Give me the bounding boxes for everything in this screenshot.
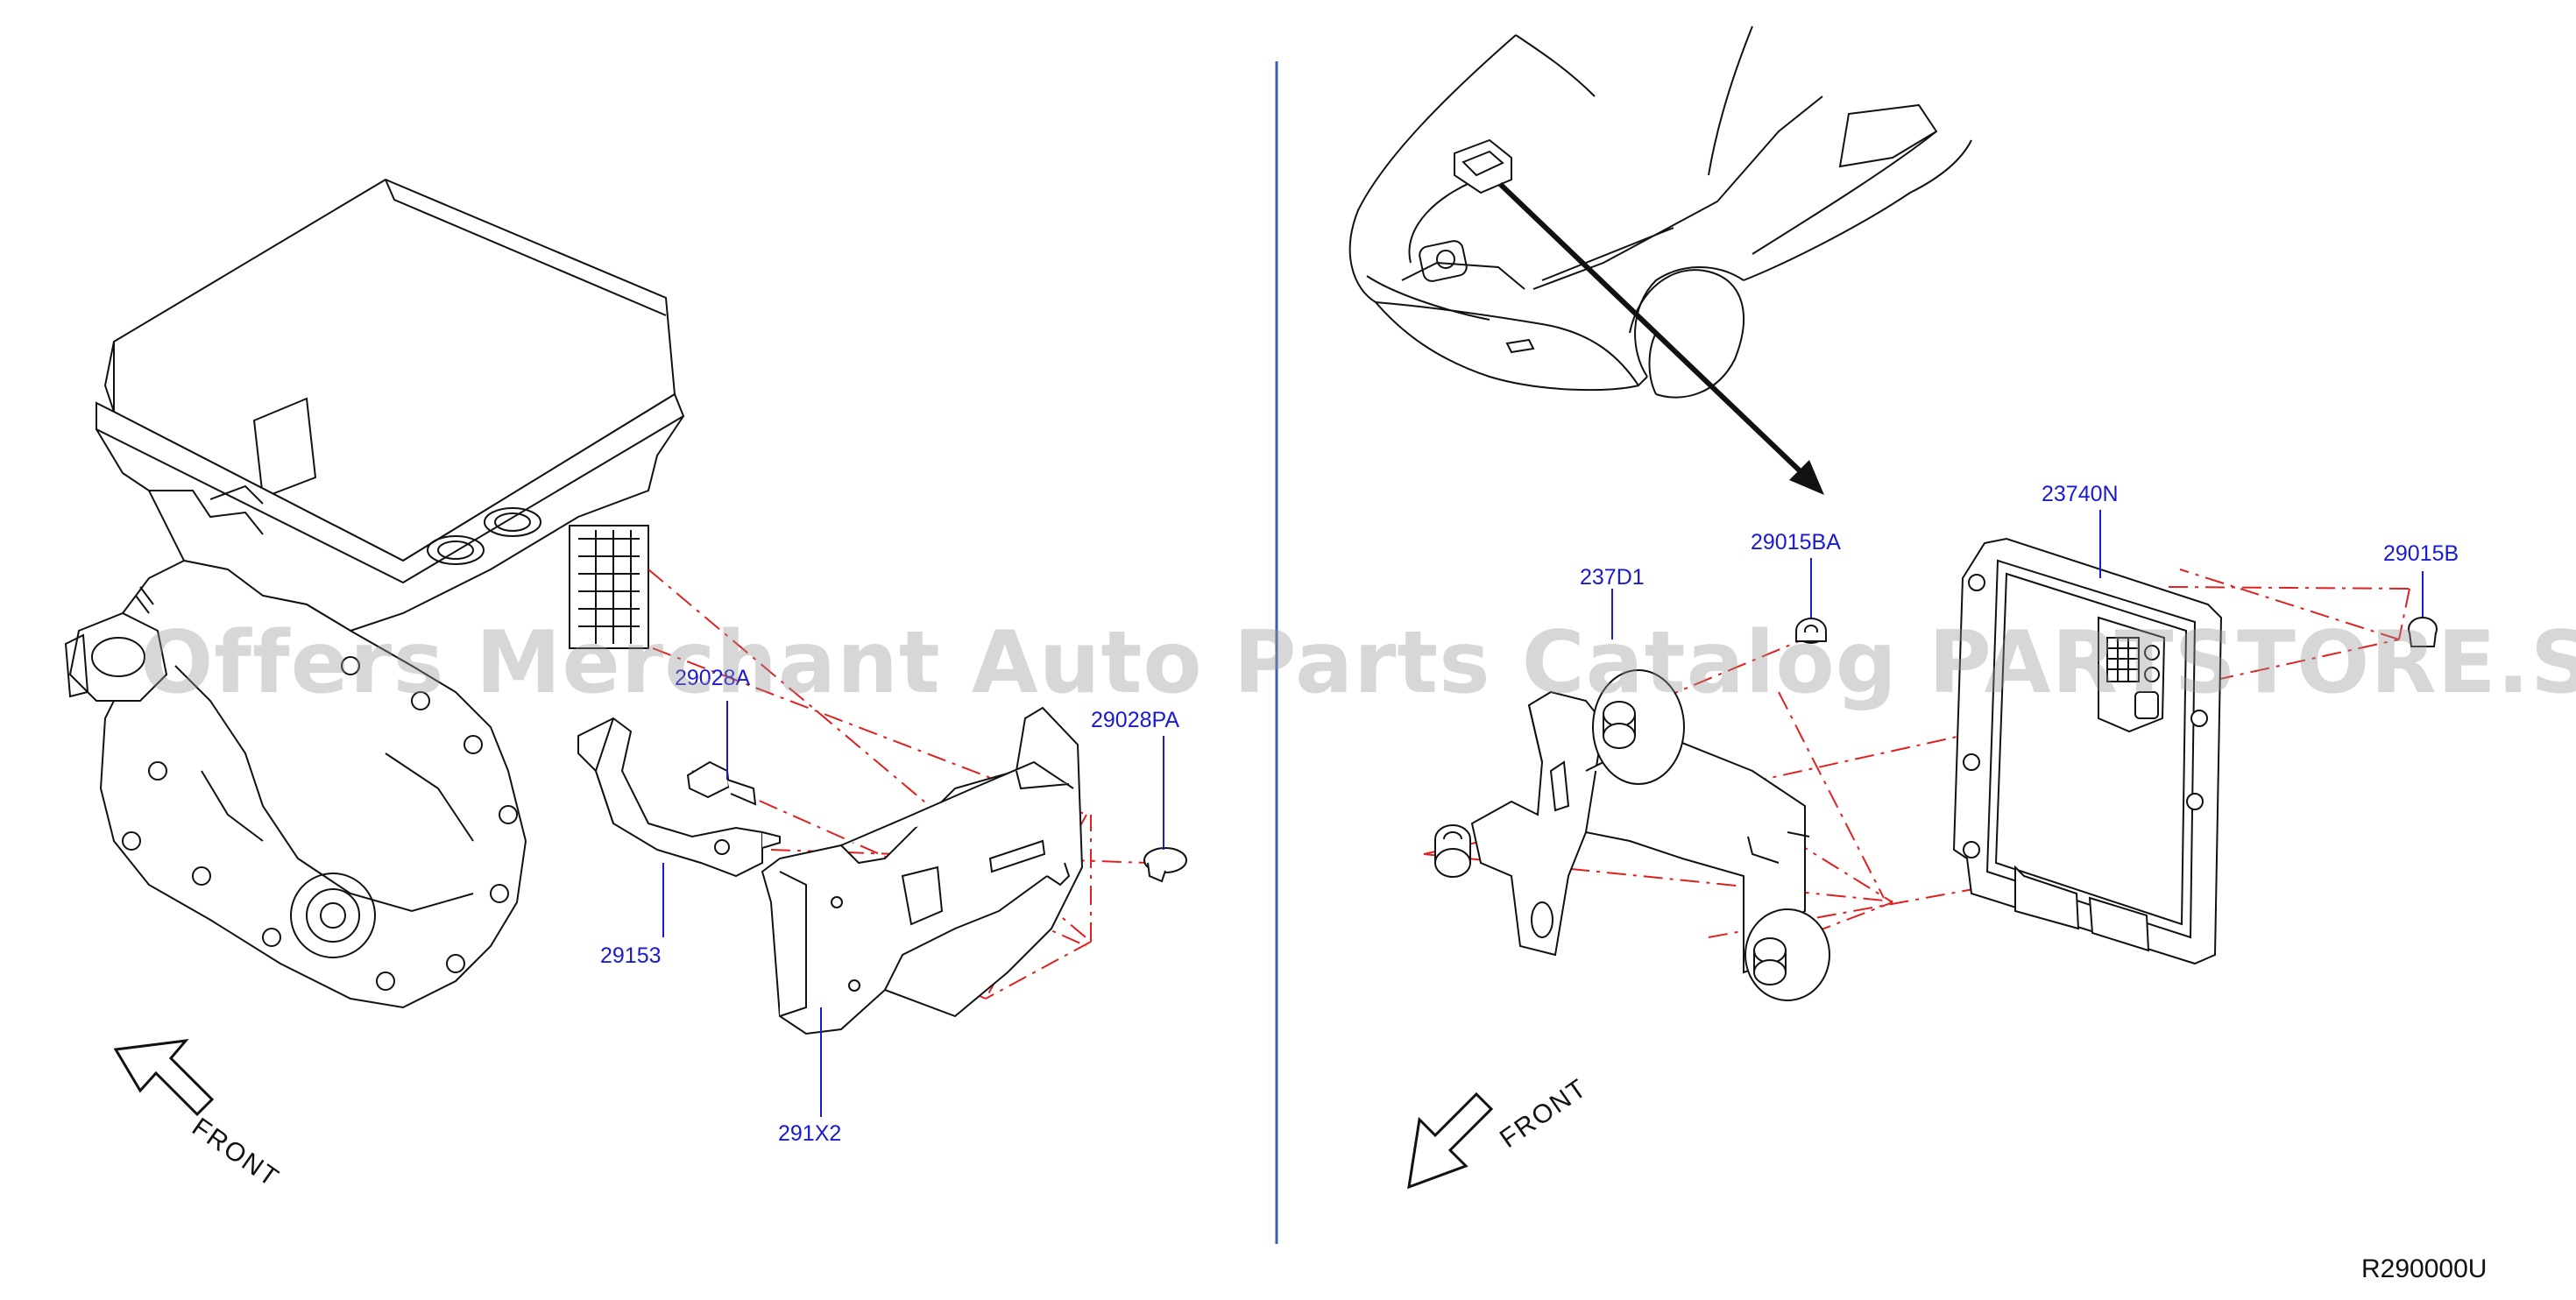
ecu-location-icon (1454, 138, 1512, 194)
left-leader-lines (662, 701, 1164, 1117)
car-front-outline (1348, 25, 1972, 399)
controller-23740n (1952, 537, 2223, 965)
callout-29015b[interactable]: 29015B (2383, 541, 2459, 566)
grommet-29015b (2408, 617, 2438, 647)
callout-29028pa[interactable]: 29028PA (1091, 708, 1180, 732)
front-arrow-right-icon (1407, 1092, 1494, 1190)
right-leader-lines (1611, 510, 2424, 639)
location-pointer-arrow (1497, 181, 1824, 495)
front-arrow-left-icon (113, 1039, 215, 1117)
callout-29028a[interactable]: 29028A (675, 666, 751, 690)
callout-29015ba[interactable]: 29015BA (1751, 530, 1841, 555)
bolt-29028a (686, 760, 757, 806)
watermark: Offers Merchant Auto Parts Catalog PARTS… (140, 613, 2576, 713)
callout-23740n[interactable]: 23740N (2042, 482, 2119, 506)
reference-code: R290000U (2361, 1254, 2488, 1283)
callout-237d1[interactable]: 237D1 (1580, 565, 1645, 590)
bracket-237d1 (1434, 669, 1830, 1001)
grommet-29015ba (1795, 618, 1827, 644)
shield-bracket-291x2 (761, 706, 1084, 1035)
callout-29153[interactable]: 29153 (600, 943, 662, 968)
callout-291x2[interactable]: 291X2 (778, 1121, 842, 1146)
bracket-29153 (577, 717, 781, 878)
motor-inverter-assembly (64, 178, 685, 1009)
clip-29028pa (1143, 847, 1187, 883)
